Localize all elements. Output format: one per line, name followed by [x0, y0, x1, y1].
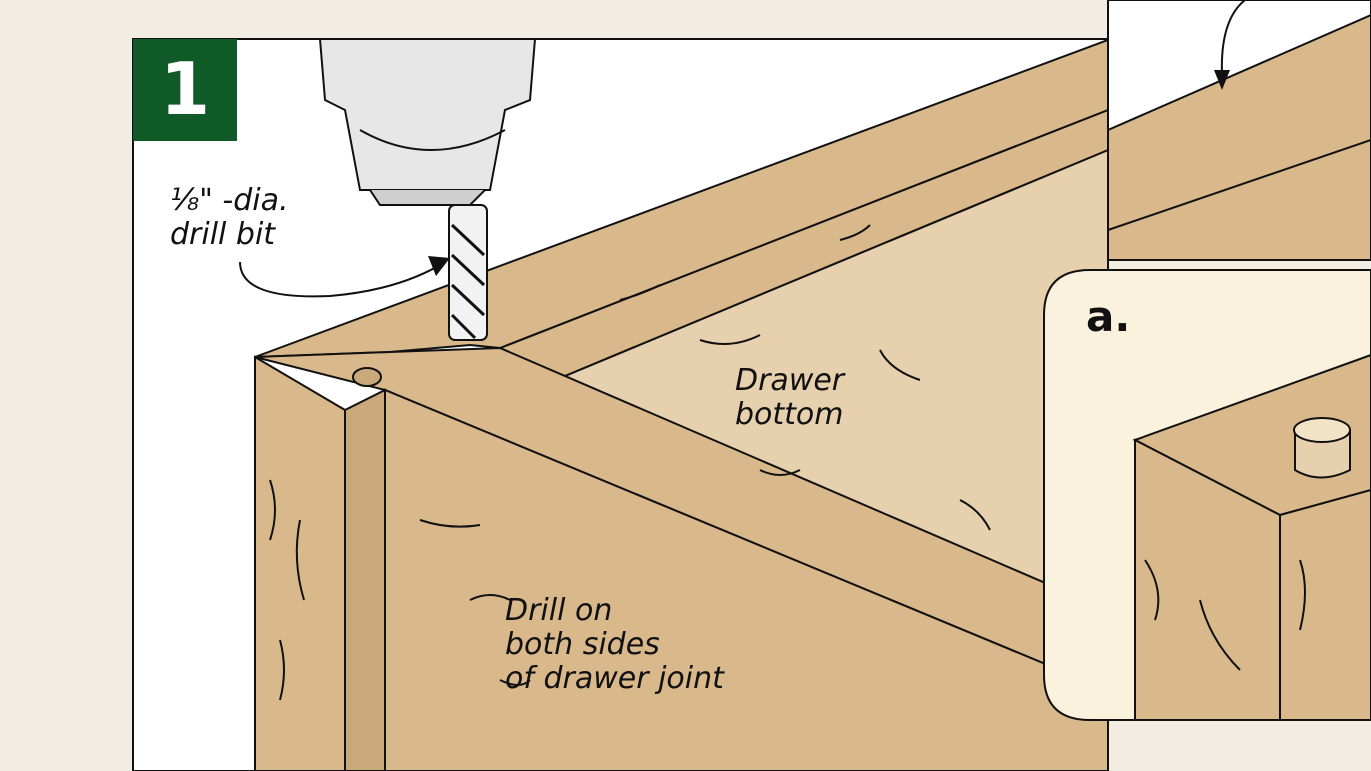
drill-bit — [448, 204, 488, 341]
drill-note-line2: both sides — [505, 627, 660, 662]
drill-bit-label: ⅛" -dia. drill bit — [170, 184, 289, 252]
drill-note-line1: Drill on — [505, 593, 613, 628]
step-number: 1 — [159, 47, 211, 131]
pilot-hole — [352, 367, 382, 387]
drawer-bottom-label-line2: bottom — [735, 397, 844, 432]
dowel-plug — [1293, 417, 1351, 479]
drill-bit-label-line2: drill bit — [170, 217, 276, 252]
drill-note-label: Drill on both sides of drawer joint — [505, 594, 724, 696]
detail-a-label: a. — [1086, 292, 1131, 341]
drill-note-line3: of drawer joint — [505, 661, 724, 696]
wood-grain-marks — [269, 224, 991, 701]
drawer-bottom-label: Drawer bottom — [735, 364, 844, 432]
drill-bit-leader-arrow — [239, 261, 446, 298]
drill-bit-label-line1: ⅛" -dia. — [170, 183, 289, 218]
drawer-side-end — [254, 355, 346, 771]
drill-chuck — [318, 38, 537, 206]
drawer-bottom-label-line1: Drawer — [735, 363, 845, 398]
inset-leader-arrow — [1220, 0, 1246, 76]
step-number-badge: 1 — [133, 39, 237, 141]
